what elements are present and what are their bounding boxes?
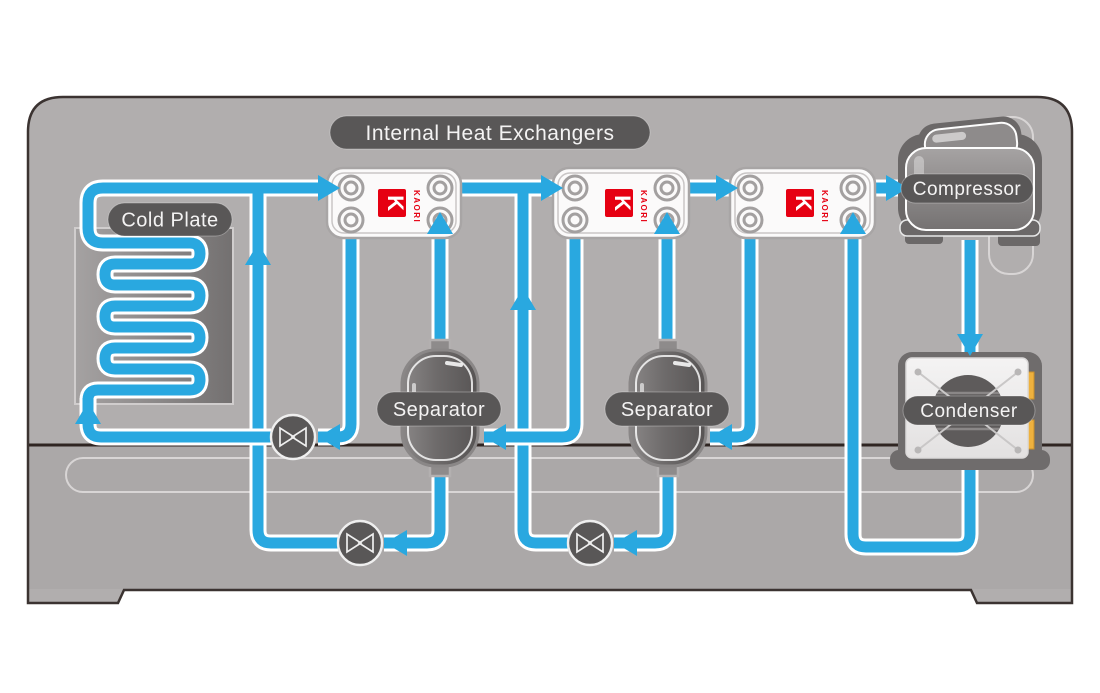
expansion-valve-3	[336, 519, 384, 567]
kaori-logo-letter: K	[610, 195, 635, 211]
heat-exchanger-1: K KAORI	[325, 166, 463, 240]
arrow-into-condenser-icon	[957, 334, 983, 356]
condenser-label-pill: Condenser	[902, 395, 1036, 426]
kaori-logo-text: KAORI	[820, 190, 829, 223]
kaori-logo-text: KAORI	[639, 190, 648, 223]
kaori-logo-text: KAORI	[412, 190, 421, 223]
cold-plate-label: Cold Plate	[121, 210, 218, 232]
arrow-up-into-hx2-icon	[654, 212, 680, 234]
pipe-valve2-to-suction-header	[517, 190, 568, 549]
separator2-label-pill: Separator	[604, 391, 730, 427]
arrow-into-cold-plate-icon	[75, 402, 101, 424]
arrow-into-valve3-icon	[385, 530, 407, 556]
heat-exchanger-3: K KAORI	[728, 166, 877, 240]
pipe-condenser-to-hx3	[847, 214, 976, 553]
separator1-label: Separator	[393, 399, 485, 421]
pipe-hx2-to-separator1	[484, 214, 581, 443]
condenser-screws	[914, 368, 1022, 454]
arrow-into-hx1-icon	[318, 175, 340, 201]
pipe-valve1-to-cold-plate	[82, 398, 271, 443]
heat-exchanger-2: K KAORI	[551, 166, 691, 240]
arrow-up-into-hx1-icon	[427, 212, 453, 234]
arrow-up-into-hx3-icon	[840, 212, 866, 234]
separator-2	[628, 338, 708, 478]
expansion-valve-2	[566, 519, 614, 567]
pipe-hx3-to-separator2	[710, 214, 756, 443]
compressor-label-pill: Compressor	[900, 173, 1034, 204]
flow-arrows	[75, 175, 983, 556]
pipe-valve3-to-suction-header	[252, 190, 338, 549]
arrow-into-hx2-icon	[541, 175, 563, 201]
pipes-crossover	[79, 214, 584, 446]
kaori-logo: K KAORI	[378, 189, 421, 223]
kaori-logo-letter: K	[383, 195, 408, 211]
condenser-label: Condenser	[920, 401, 1018, 422]
arrow-into-separator1-icon	[484, 424, 506, 450]
arrow-into-hx3-icon	[716, 175, 738, 201]
cold-plate-label-pill: Cold Plate	[107, 202, 233, 237]
labels: Internal Heat Exchangers Cold Plate Sepa…	[107, 115, 1036, 427]
compressor-label: Compressor	[913, 179, 1022, 200]
pipe-cold-plate-coil	[82, 182, 342, 401]
arrow-into-compressor-icon	[886, 175, 908, 201]
diagram-title: Internal Heat Exchangers	[366, 122, 615, 145]
hx1-ports	[337, 174, 454, 234]
arrow-into-separator2-icon	[710, 424, 732, 450]
kaori-logo: K KAORI	[605, 189, 648, 223]
chassis-lower-inset	[65, 457, 1034, 493]
separator2-label: Separator	[621, 399, 713, 421]
pipe-separator1-bottom-to-valve3	[384, 460, 446, 549]
separator1-label-pill: Separator	[376, 391, 502, 427]
arrow-into-valve2-icon	[615, 530, 637, 556]
expansion-valve-1	[269, 413, 317, 461]
kaori-logo-letter: K	[791, 195, 816, 211]
arrow-into-valve1-icon	[318, 424, 340, 450]
pipe-separator2-bottom-to-valve2	[614, 460, 674, 549]
arrow-up-riser2-icon	[510, 288, 536, 310]
arrow-up-riser1-icon	[245, 243, 271, 265]
diagram-title-pill: Internal Heat Exchangers	[329, 115, 651, 150]
kaori-logo: K KAORI	[786, 189, 829, 223]
